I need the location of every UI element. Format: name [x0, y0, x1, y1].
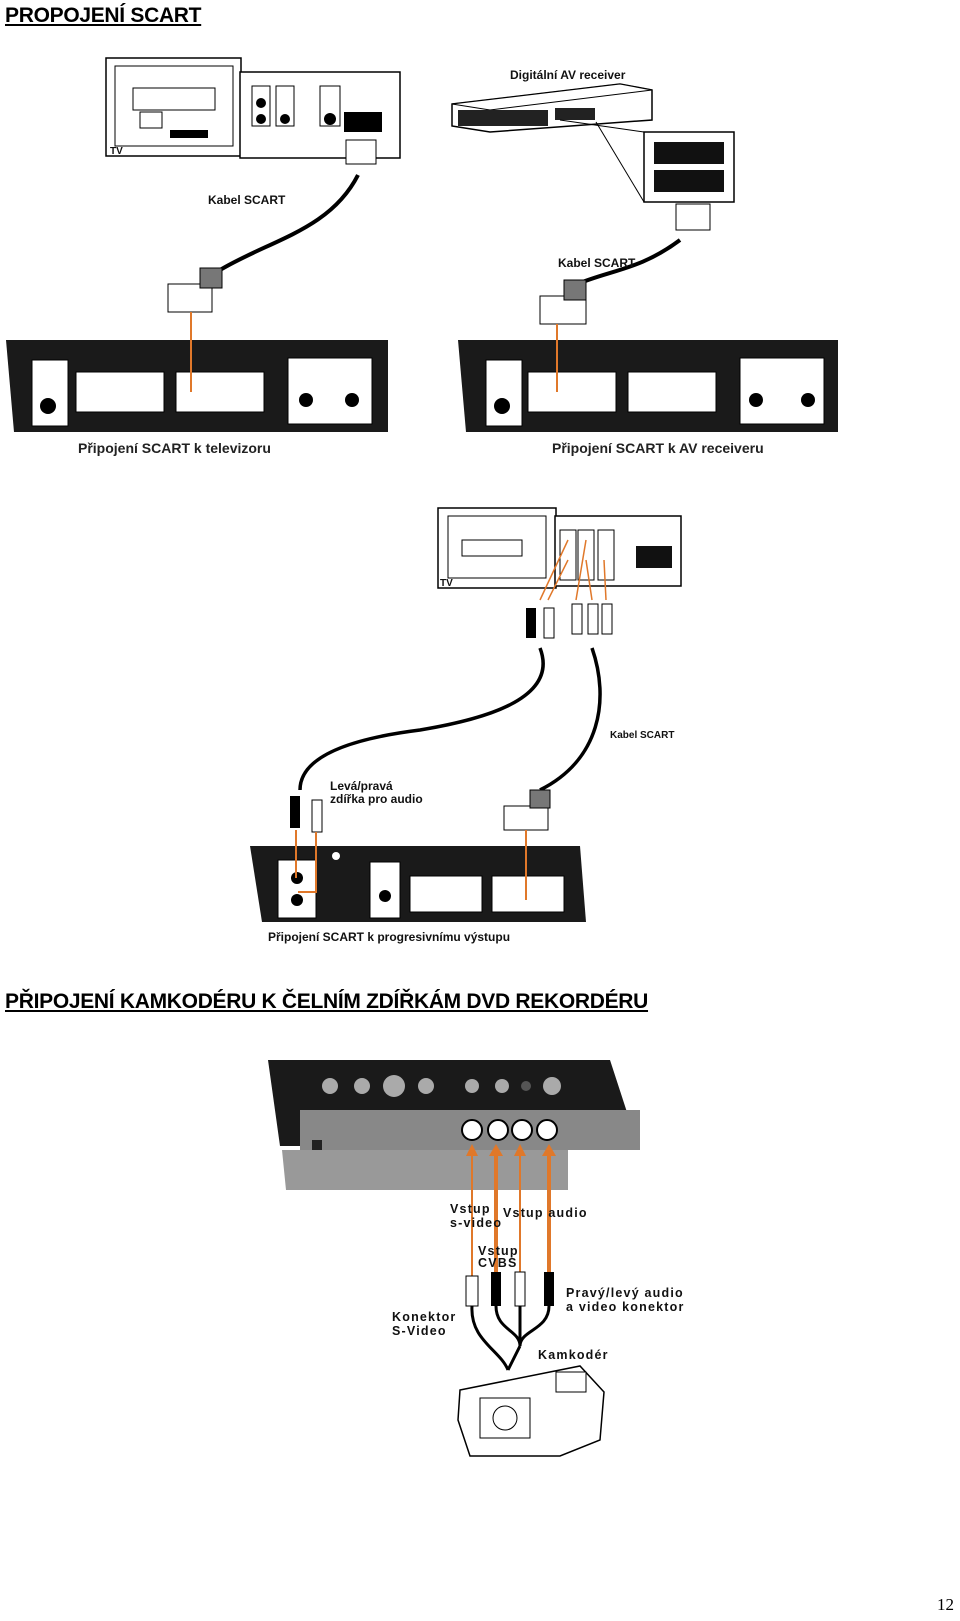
av-receiver-illustration — [451, 83, 653, 133]
audio-cable — [298, 647, 545, 791]
section-heading-scart: PROPOJENÍ SCART — [5, 4, 202, 27]
tv-illustration — [105, 57, 242, 157]
dvd-front-panel — [268, 1060, 640, 1190]
cable-label-2: Kabel SCART — [610, 730, 675, 741]
audio-label-line1: Levá/pravá — [330, 779, 393, 793]
rl-audio-line2: a video konektor — [566, 1300, 685, 1314]
page-number: 12 — [937, 1595, 954, 1614]
svideo-in-line1: Vstup — [450, 1202, 491, 1216]
caption-tv: Připojení SCART k televizoru — [78, 440, 271, 456]
caption-progressive: Připojení SCART k progresivnímu výstupu — [268, 930, 511, 944]
tv-illustration-2 — [437, 507, 557, 589]
cable-label-right: Kabel SCART — [558, 256, 636, 270]
tv-label-2: TV — [440, 578, 453, 589]
av-receiver-scart-panel — [559, 119, 735, 203]
cvbs-in-line2: CVBS — [478, 1256, 518, 1270]
rca-plugs-top — [526, 603, 613, 639]
connector-line2: S-Video — [392, 1324, 447, 1338]
rl-audio-line1: Pravý/levý audio — [566, 1286, 684, 1300]
camcorder-illustration — [457, 1365, 605, 1457]
dvd-rear-panel-progressive — [250, 846, 586, 922]
camcorder-label: Kamkodér — [538, 1348, 609, 1362]
caption-av-receiver: Připojení SCART k AV receiveru — [552, 440, 764, 456]
tv-av-panel — [554, 515, 682, 587]
scart-cable-2 — [539, 647, 602, 792]
camcorder-plugs — [465, 1271, 554, 1371]
av-receiver-label: Digitální AV receiver — [510, 68, 626, 82]
scart-cable-right — [539, 203, 711, 325]
audio-label-line2: zdířka pro audio — [330, 792, 423, 806]
connector-line1: Konektor — [392, 1310, 457, 1324]
dvd-rear-panel-left — [6, 340, 388, 432]
section-heading-camcorder: PŘIPOJENÍ KAMKODÉRU K ČELNÍM ZDÍŘKÁM DVD… — [5, 990, 649, 1013]
cvbs-in-line1: Vstup — [478, 1244, 519, 1258]
svideo-in-line2: s-video — [450, 1216, 503, 1230]
dvd-rear-panel-right — [458, 340, 838, 432]
scart-cable-left — [167, 139, 377, 313]
audio-in-label: Vstup audio — [503, 1206, 588, 1220]
cable-label-left: Kabel SCART — [208, 193, 286, 207]
scart-plug-2 — [503, 805, 549, 831]
tv-label: TV — [110, 146, 123, 157]
